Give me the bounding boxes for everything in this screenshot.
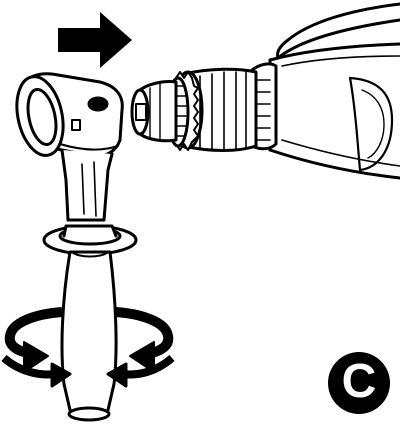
handle-neck — [60, 148, 114, 222]
arrow-right-icon — [58, 12, 132, 68]
step-badge: C — [328, 352, 390, 414]
drill-chuck — [130, 67, 258, 152]
step-label: C — [341, 355, 377, 408]
handle-head — [15, 72, 124, 158]
handle-grip — [60, 250, 118, 422]
rotate-arrows-icon — [1, 307, 175, 388]
locking-collar — [42, 224, 138, 256]
drill-body — [250, 2, 400, 180]
